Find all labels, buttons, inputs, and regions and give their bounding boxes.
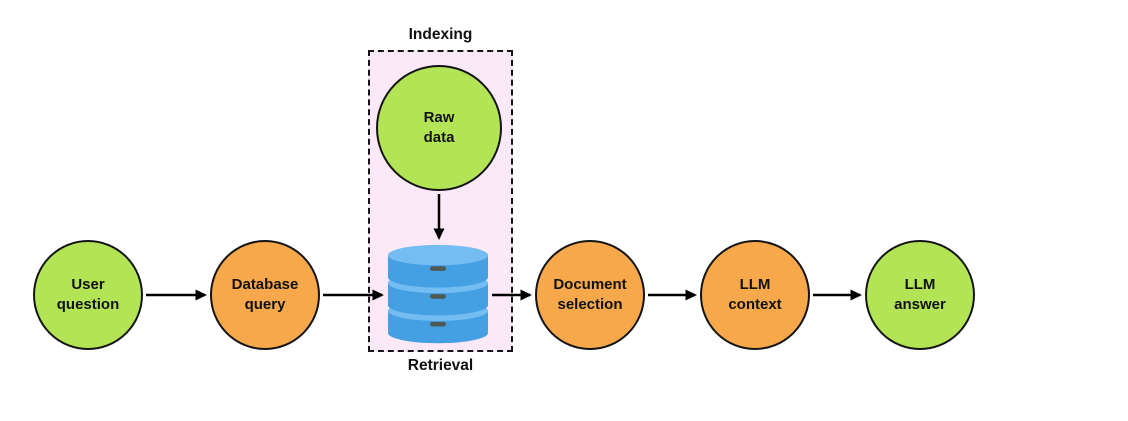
- node-label-line1: Raw: [423, 109, 455, 127]
- node-label-line1: LLM: [739, 276, 771, 294]
- node-label-line1: LLM: [904, 276, 936, 294]
- node-label-line2: question: [56, 296, 120, 313]
- node-label: Raw data: [424, 108, 455, 148]
- node-database-query: Database query: [210, 240, 320, 350]
- node-label-line1: Document: [553, 276, 627, 294]
- node-label-line2: answer: [894, 296, 946, 313]
- database-icon: [384, 244, 492, 346]
- node-user-question: User question: [33, 240, 143, 350]
- database-icon-svg: [388, 244, 488, 344]
- indexing-label: Indexing: [408, 26, 473, 43]
- node-label: LLM context: [728, 275, 781, 315]
- node-label-line2: context: [728, 296, 782, 313]
- node-label: User question: [57, 275, 120, 315]
- node-label-line2: selection: [557, 296, 623, 313]
- retrieval-label: Retrieval: [407, 357, 474, 374]
- node-label: Database query: [232, 275, 299, 315]
- node-label: Document selection: [553, 275, 626, 315]
- node-label-line1: Database: [231, 276, 299, 294]
- node-label-line2: query: [244, 296, 286, 313]
- node-llm-context: LLM context: [700, 240, 810, 350]
- node-label-line2: data: [423, 129, 455, 146]
- node-raw-data: Raw data: [376, 65, 502, 191]
- node-llm-answer: LLM answer: [865, 240, 975, 350]
- node-document-selection: Document selection: [535, 240, 645, 350]
- node-label: LLM answer: [894, 275, 946, 315]
- node-label-line1: User: [71, 276, 105, 294]
